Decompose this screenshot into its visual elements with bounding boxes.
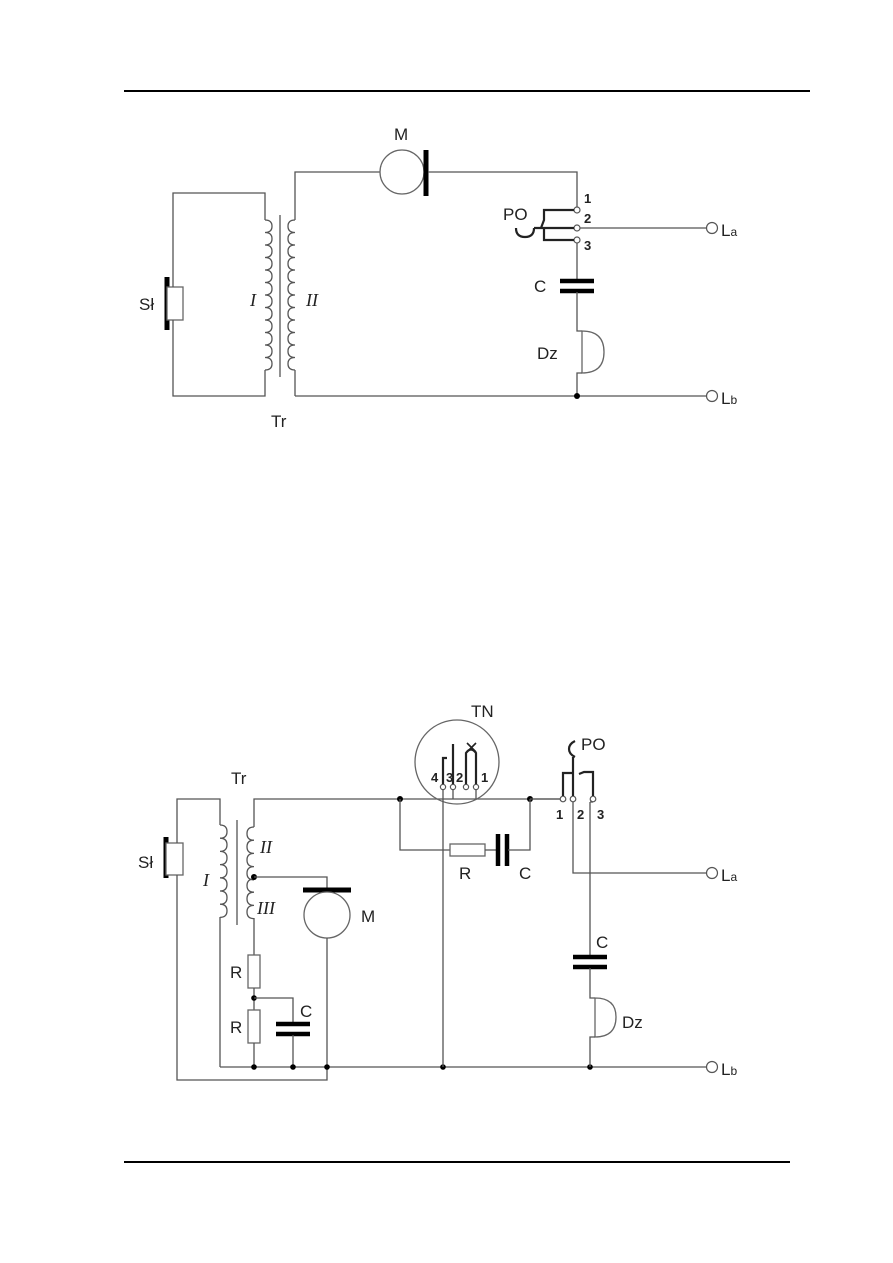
wire-line-a (572, 802, 706, 874)
label-capacitor-bell: C (596, 933, 608, 952)
label-capacitor-spark: C (519, 864, 531, 883)
wire-to-capacitor-left (254, 997, 294, 1023)
footer-rule (124, 1161, 790, 1163)
label-winding-primary: I (202, 870, 210, 890)
label-line-a: La (721, 866, 737, 885)
label-po-terminal-1: 1 (556, 807, 563, 822)
resistor-spark (449, 843, 486, 857)
label-dial-contact-1: 1 (481, 770, 488, 785)
label-hook-switch: PO (503, 205, 528, 224)
resistor-lower (247, 1009, 261, 1044)
capacitor-left (276, 1021, 310, 1037)
wire-capacitor-to-bell (576, 292, 582, 332)
terminal-line-b[interactable] (705, 389, 719, 403)
wire-tap-to-mic (254, 876, 328, 889)
bell-2 (594, 997, 617, 1038)
label-winding-secondary: II (305, 290, 319, 310)
label-line-b: Lb (721, 389, 737, 408)
capacitor-bell (573, 954, 607, 970)
handset-switch-2 (163, 837, 184, 878)
capacitor-spark (495, 834, 510, 866)
transformer-1 (264, 215, 296, 377)
label-winding-tertiary: III (256, 898, 276, 918)
label-dial-contact-2: 2 (456, 770, 463, 785)
transformer-2 (219, 820, 255, 925)
hook-switch-2 (559, 740, 597, 803)
label-winding-secondary: II (259, 837, 273, 857)
junction-dot (324, 1064, 330, 1070)
label-resistor-spark: R (459, 864, 471, 883)
wire-spark-right (508, 799, 531, 851)
rotary-dial (414, 719, 500, 805)
capacitor-1 (560, 278, 594, 294)
winding-secondary-2 (246, 826, 255, 881)
label-capacitor: C (534, 277, 546, 296)
label-hook-switch: PO (581, 735, 606, 754)
label-terminal-1: 1 (584, 191, 591, 206)
wire-handset-bottom (176, 875, 328, 1081)
label-po-terminal-3: 3 (597, 807, 604, 822)
label-line-b: Lb (721, 1060, 737, 1079)
wire-capacitor-to-bell (589, 968, 595, 999)
microphone-2 (303, 887, 351, 939)
label-capacitor-left: C (300, 1002, 312, 1021)
wire-spark-left (399, 799, 450, 851)
terminal-line-a[interactable] (705, 866, 719, 880)
junction-dot (290, 1064, 296, 1070)
wire-primary-loop (172, 192, 266, 287)
wire-bell-down (589, 1036, 595, 1067)
microphone-1 (379, 149, 429, 196)
header-rule (124, 90, 810, 92)
resistor-upper (247, 954, 261, 989)
winding-secondary-1 (287, 219, 296, 371)
junction-dot (574, 393, 580, 399)
label-transformer: Tr (271, 412, 287, 431)
wire-handset-top (176, 798, 221, 843)
label-bell: Dz (622, 1013, 643, 1032)
label-bell: Dz (537, 344, 558, 363)
label-dial-contact-3: 3 (446, 770, 453, 785)
label-terminal-2: 2 (584, 211, 591, 226)
wire-mic-to-switch (428, 171, 578, 207)
handset-switch-1 (164, 277, 184, 330)
label-winding-primary: I (249, 290, 257, 310)
winding-tertiary-2 (246, 878, 255, 920)
terminal-line-b[interactable] (705, 1060, 719, 1074)
label-resistor-lower: R (230, 1018, 242, 1037)
label-resistor-upper: R (230, 963, 242, 982)
wire-secondary-top (253, 798, 560, 827)
label-handset: Sł (138, 853, 153, 872)
winding-primary-2 (219, 824, 228, 919)
wire-bell-to-line-b (576, 372, 582, 396)
label-microphone: M (394, 125, 408, 144)
terminal-line-a[interactable] (705, 221, 719, 235)
wire-secondary-top (294, 171, 380, 220)
winding-primary-1 (264, 219, 273, 371)
label-line-a: La (721, 221, 737, 240)
label-handset: Sł (139, 295, 154, 314)
wire-primary-loop-bottom (172, 320, 266, 397)
label-transformer: Tr (231, 769, 247, 788)
bell-1 (581, 330, 605, 374)
label-terminal-3: 3 (584, 238, 591, 253)
label-dial: TN (471, 702, 494, 721)
label-po-terminal-2: 2 (577, 807, 584, 822)
label-dial-contact-4: 4 (431, 770, 439, 785)
label-microphone: M (361, 907, 375, 926)
junction-dot (251, 1064, 257, 1070)
